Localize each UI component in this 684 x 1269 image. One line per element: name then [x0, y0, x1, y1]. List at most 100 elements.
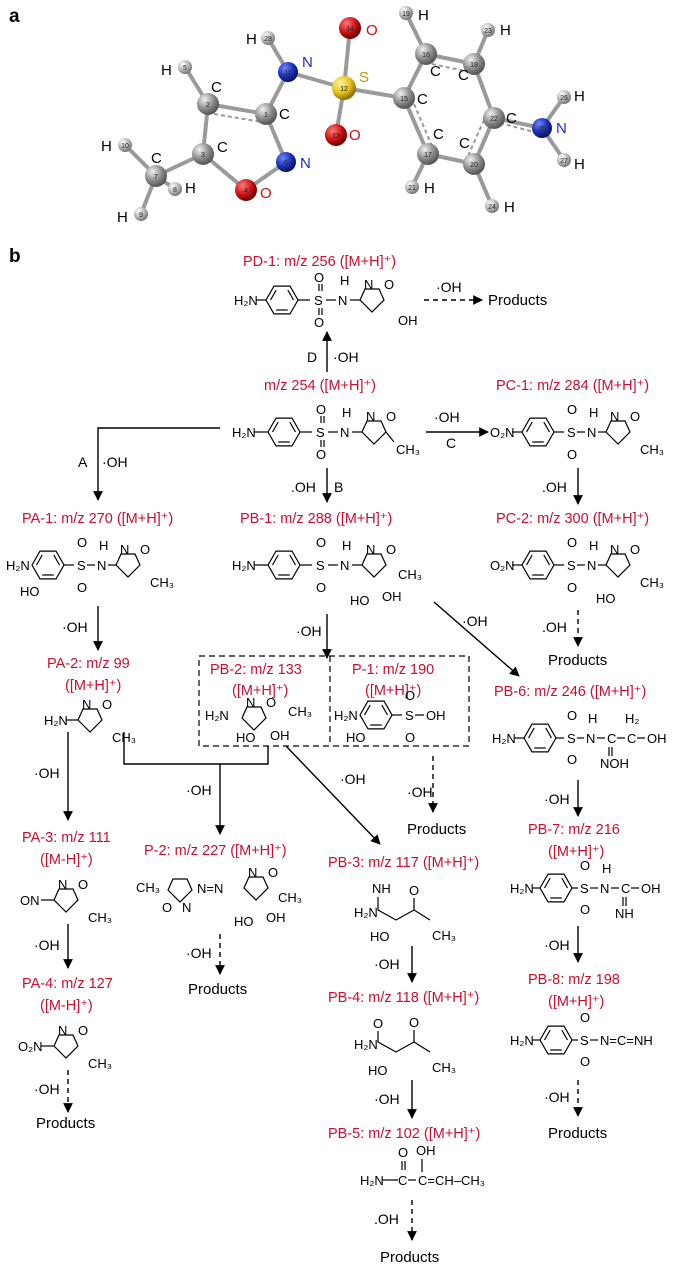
pc1-o1: O	[567, 402, 577, 417]
atom-label-h27: H	[574, 156, 585, 173]
pb7-nh: NH	[615, 906, 634, 921]
atom-num-7: 7	[154, 174, 158, 181]
atom-num-5: 5	[183, 65, 187, 72]
pb3-oh-label: ·OH	[374, 956, 400, 972]
pb1-isox-n: N	[366, 542, 375, 557]
atom-num-10: 10	[121, 143, 129, 150]
pb6-oh: OH	[647, 731, 667, 746]
structure-pb6: H₂N S O O N H C C H₂ OH NOH	[492, 708, 667, 771]
pd1-o1: O	[314, 270, 324, 285]
pb7-h2n: H₂N	[510, 881, 534, 896]
pb7-oh: OH	[641, 881, 661, 896]
atom-label-c2: C	[211, 79, 222, 96]
p1-ho: HO	[346, 730, 366, 745]
pb8-h2n: H₂N	[510, 1033, 534, 1048]
atom-num-22: 22	[490, 116, 498, 123]
pb1-ho: HO	[350, 593, 370, 608]
pa1-n: N	[97, 558, 106, 573]
pa2-isox-o: O	[102, 697, 112, 712]
atom-label-h10: H	[101, 138, 112, 155]
p2-oh: OH	[266, 910, 286, 925]
pb6-o1: O	[567, 708, 577, 723]
structure-pb1: H₂N S O O N H N O CH₃ HO OH	[232, 535, 422, 608]
p1-oh-label: ·OH	[407, 784, 433, 800]
pa3-isox-n: N	[58, 877, 67, 892]
pc2-s: S	[567, 558, 576, 573]
pc2-o2n: O₂N	[490, 558, 515, 573]
structure-pa2: H₂N N O CH₃	[44, 697, 136, 745]
pc1-isox-n: N	[610, 409, 619, 424]
pb2-oh-label: ·OH	[340, 771, 366, 787]
parent-o2: O	[316, 447, 326, 462]
pb3-ho: HO	[370, 929, 390, 944]
atom-label-h26: H	[574, 88, 585, 105]
pb4-ch3: CH₃	[432, 1060, 456, 1075]
atom-label-c3: C	[217, 139, 228, 156]
label-pa4-b: ([M-H]⁺)	[40, 998, 93, 1014]
pc1-o2: O	[567, 447, 577, 462]
arrow-d-label: D	[307, 349, 317, 365]
parent-s: S	[316, 425, 325, 440]
pc2-isox-n: N	[610, 542, 619, 557]
pb8-s: S	[580, 1033, 589, 1048]
pb1-o2: O	[316, 580, 326, 595]
pb6-c1: C	[607, 731, 616, 746]
pb2-isox-n: N	[246, 695, 255, 710]
atom-num-3: 3	[201, 152, 205, 159]
p2-isox1-o: O	[162, 900, 172, 915]
label-pc1: PC-1: m/z 284 ([M+H]⁺)	[496, 378, 649, 394]
pb2-isox-o: O	[266, 695, 276, 710]
pa1-s: S	[77, 558, 86, 573]
atom-label-h21: H	[424, 180, 435, 197]
products-pa4: Products	[36, 1115, 95, 1132]
label-pd1: PD-1: m/z 256 ([M+H]⁺)	[243, 254, 396, 270]
pd1-isox-o: O	[384, 277, 394, 292]
pb1-to-pb6-oh: ·OH	[462, 613, 488, 629]
pa2-h2n: H₂N	[44, 713, 68, 728]
atom-num-26: 26	[560, 95, 568, 102]
pc2-o1: O	[567, 535, 577, 550]
arrow-a-label: A	[78, 454, 88, 470]
pa1-ho: HO	[20, 584, 40, 599]
molecule-3d-model: 1 2 3 4 5 6 7 8 9 10 11 12 13 14 15 16 1…	[101, 6, 585, 226]
pa1-ch3: CH₃	[150, 575, 174, 590]
pb5-chch3: C=CH–CH₃	[418, 1173, 485, 1188]
atom-label-h9: H	[117, 209, 128, 226]
parent-o1: O	[316, 402, 326, 417]
label-pb7-a: PB-7: m/z 216	[528, 822, 620, 838]
structure-pb3: NH H₂N HO O CH₃	[354, 881, 456, 944]
pb2-h2n: H₂N	[205, 708, 229, 723]
arrow-a-oh: ·OH	[102, 454, 128, 470]
atom-num-28: 28	[264, 36, 272, 43]
pb1-h: H	[342, 538, 351, 553]
pb3-nh: NH	[372, 881, 391, 896]
pa1-h2n: H₂N	[6, 558, 30, 573]
parent-h2n: H₂N	[232, 425, 256, 440]
pc1-oh-label: .OH	[542, 479, 567, 495]
atom-label-c20: C	[459, 135, 470, 152]
structure-p2: CH₃ O N N=N N O CH₃ HO OH	[136, 865, 302, 929]
pb4-o1: O	[373, 1016, 383, 1031]
atom-num-6: 6	[284, 160, 288, 167]
products-p1: Products	[407, 821, 466, 838]
pc2-ho: HO	[596, 591, 616, 606]
panel-letter-a: a	[9, 6, 20, 27]
pc2-ch3: CH₃	[640, 575, 664, 590]
arrow-c-oh: ·OH	[434, 409, 460, 425]
atom-label-c22: C	[506, 110, 517, 127]
pb6-noh: NOH	[600, 756, 629, 771]
pa2-oh-label: ·OH	[34, 765, 60, 781]
panel-letter-b: b	[9, 246, 21, 267]
pb4-h2n: H₂N	[354, 1037, 378, 1052]
structure-pc1: O₂N S O O N H N O CH₃	[490, 402, 664, 462]
arrow-c-label: C	[446, 435, 456, 451]
pb3-ch3: CH₃	[432, 928, 456, 943]
atom-num-8: 8	[173, 187, 177, 194]
label-pa3-b: ([M-H]⁺)	[40, 852, 93, 868]
pa2-isox-n: N	[82, 697, 91, 712]
structure-pd1: H₂N S O O N H N O OH	[234, 270, 418, 330]
pb7-o1: O	[580, 858, 590, 873]
label-pa4-a: PA-4: m/z 127	[22, 976, 113, 992]
p1-o1: O	[405, 688, 415, 703]
